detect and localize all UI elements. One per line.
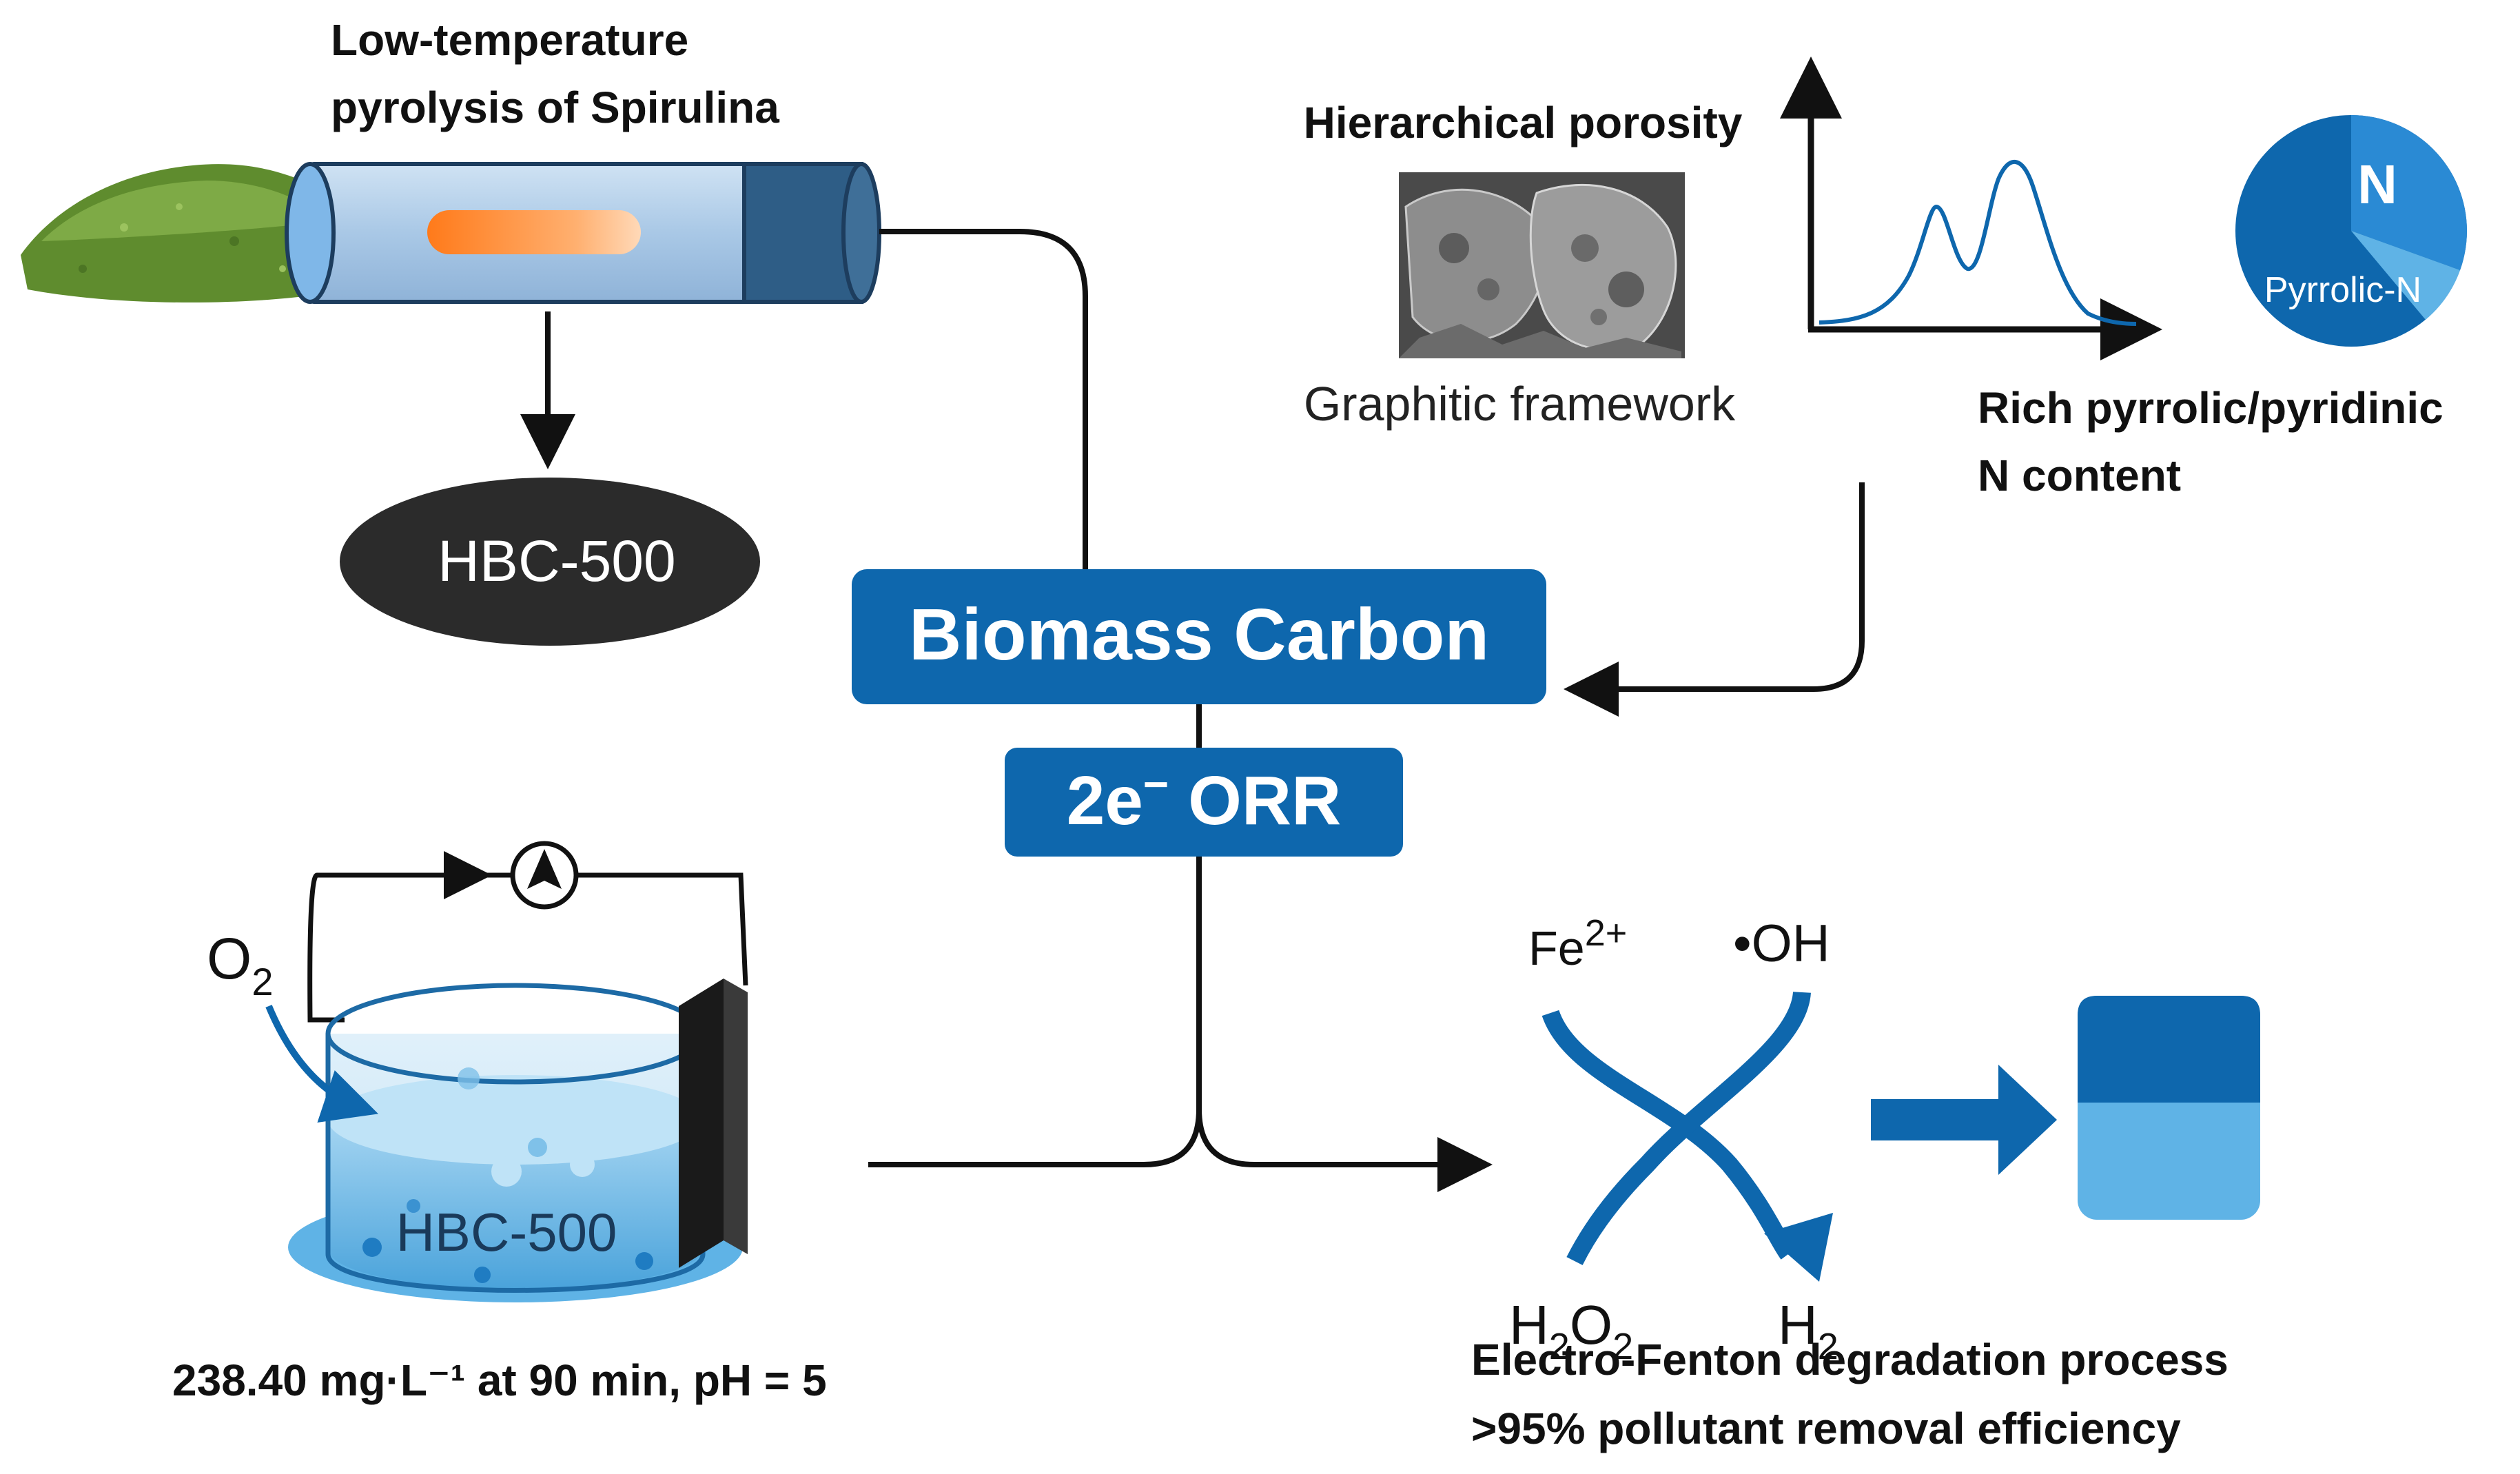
orr-superscript: − bbox=[1143, 759, 1169, 809]
o2-label: O2 bbox=[207, 926, 274, 1003]
h2o2-o: O bbox=[1570, 1294, 1612, 1355]
nitrogen-pie: N Pyrrolic-N bbox=[2235, 115, 2467, 347]
h2-label: H2 bbox=[1778, 1294, 1838, 1367]
sem-image bbox=[1399, 172, 1685, 358]
pyrolysis-section: Low-temperature pyrolysis of Spirulina H… bbox=[21, 15, 881, 646]
electro-fenton-label-line2: >95% pollutant removal efficiency bbox=[1471, 1404, 2181, 1453]
rich-n-label-line2: N content bbox=[1978, 451, 2181, 500]
h2o2-label: H2O2 bbox=[1509, 1294, 1633, 1367]
connector-porosity-to-carbon bbox=[1564, 482, 1865, 717]
fenton-curve-left bbox=[1541, 1010, 1796, 1260]
connector-orr-down bbox=[868, 857, 1202, 1167]
h2o2-h: H bbox=[1509, 1294, 1549, 1355]
graphitic-framework-label: Graphitic framework bbox=[1304, 377, 1736, 431]
h2-h: H bbox=[1778, 1294, 1818, 1355]
hbc-500-oval-label: HBC-500 bbox=[438, 529, 675, 593]
result-arrow-icon bbox=[1871, 1065, 2057, 1175]
result-container-icon bbox=[2078, 996, 2260, 1220]
orr-box: 2e− ORR bbox=[1005, 748, 1403, 857]
beaker-hbc-label: HBC-500 bbox=[396, 1202, 617, 1262]
fe-base: Fe bbox=[1528, 921, 1585, 975]
spectrum-plot bbox=[1780, 57, 2162, 360]
orr-label: 2e− ORR bbox=[1067, 759, 1342, 839]
o2-o: O bbox=[207, 926, 252, 991]
pyrolysis-title-line2: pyrolysis of Spirulina bbox=[331, 83, 779, 132]
orr-suffix: ORR bbox=[1169, 762, 1341, 839]
spirulina-powder-icon bbox=[21, 164, 345, 303]
tube-furnace-icon bbox=[285, 162, 881, 304]
pie-pyrrolic-label: Pyrrolic-N bbox=[2264, 270, 2421, 310]
h2o2-sub1: 2 bbox=[1549, 1326, 1570, 1367]
hierarchical-porosity-label: Hierarchical porosity bbox=[1304, 98, 1743, 147]
concentration-label: 238.40 mg·L⁻¹ at 90 min, pH = 5 bbox=[172, 1355, 827, 1405]
fe-superscript: 2+ bbox=[1585, 912, 1628, 954]
o2-inflow-arrow bbox=[265, 1005, 378, 1123]
porosity-section: Hierarchical porosity Graphitic framewor… bbox=[1304, 57, 2467, 500]
orr-prefix: 2e bbox=[1067, 762, 1143, 839]
o2-subscript: 2 bbox=[252, 960, 273, 1003]
biomass-carbon-label: Biomass Carbon bbox=[909, 594, 1489, 675]
rich-n-label-line1: Rich pyrrolic/pyridinic bbox=[1978, 383, 2444, 433]
fenton-curve-right bbox=[1566, 991, 1811, 1265]
fe-label: Fe2+ bbox=[1528, 912, 1627, 975]
oh-radical-label: •OH bbox=[1733, 914, 1830, 973]
electro-fenton-label-line1: Electro-Fenton degradation process bbox=[1471, 1335, 2229, 1384]
connector-to-fenton bbox=[1196, 1109, 1493, 1192]
biomass-carbon-box: Biomass Carbon bbox=[852, 569, 1546, 704]
connector-tube-to-carbon bbox=[879, 229, 1088, 572]
hbc-500-oval bbox=[340, 478, 760, 646]
h2-sub: 2 bbox=[1818, 1326, 1838, 1367]
spectrum-curve bbox=[1819, 159, 2137, 326]
pie-n-label: N bbox=[2357, 154, 2397, 215]
h2o2-sub2: 2 bbox=[1612, 1326, 1633, 1367]
pyrolysis-title-line1: Low-temperature bbox=[331, 15, 688, 65]
fenton-reaction: Fe2+ •OH H2O2 H2 bbox=[1509, 912, 1838, 1367]
electrochemical-cell: HBC-500 O2 bbox=[207, 841, 748, 1302]
